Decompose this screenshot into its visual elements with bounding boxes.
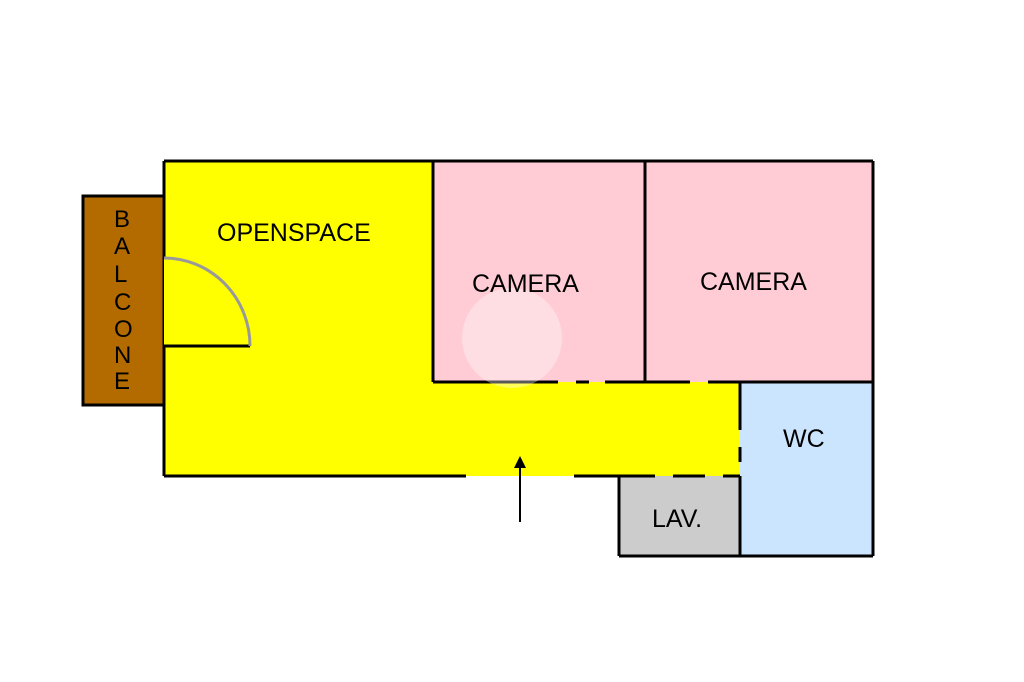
lav-label: LAV. — [652, 505, 702, 533]
watermark-logo — [462, 288, 562, 388]
balcone-letter: A — [114, 233, 130, 260]
entrance-arrow — [514, 456, 526, 522]
openspace-area — [164, 161, 740, 476]
balcone-letter: E — [114, 368, 130, 395]
balcone-area — [81, 194, 166, 407]
balcone-letter: N — [114, 342, 131, 369]
walls — [162, 159, 875, 558]
openspace-label: OPENSPACE — [217, 219, 371, 247]
camera-2-area — [645, 161, 873, 382]
balcone-letter: L — [114, 261, 127, 288]
camera-2-label: CAMERA — [700, 268, 807, 296]
camera-1-area — [433, 161, 645, 382]
door-swing-arc — [163, 256, 252, 347]
camera-1-label: CAMERA — [472, 270, 579, 298]
balcone-letter: O — [114, 316, 133, 343]
balcone-letter: C — [114, 289, 131, 316]
lav-area — [619, 476, 740, 556]
door-openings — [433, 380, 742, 478]
wc-area — [740, 382, 873, 556]
wc-label: WC — [783, 425, 825, 453]
balcone-letter: B — [114, 206, 130, 233]
balcone-label: B A L C O N E — [114, 206, 133, 395]
